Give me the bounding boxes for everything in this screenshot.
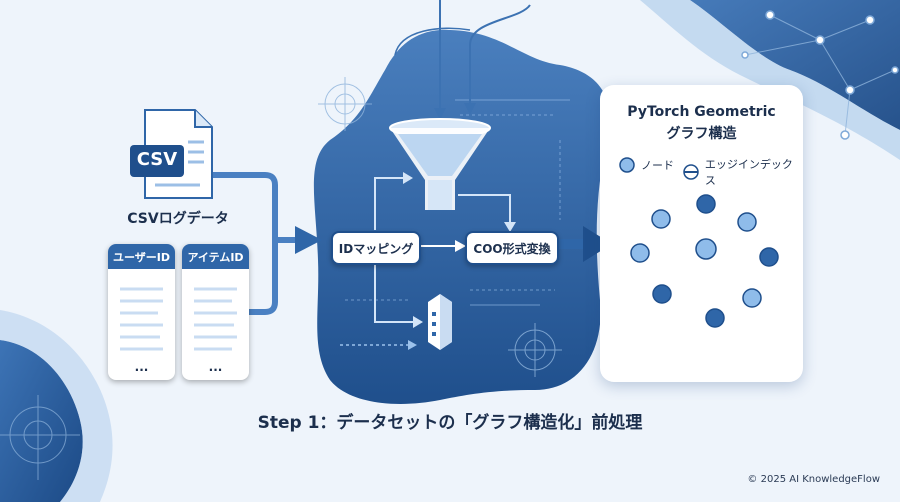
coo-convert-box: COO形式変換 [465,231,559,265]
user-id-column: ユーザーID ... [108,244,175,380]
radar-top [318,77,372,131]
columns-to-blob-connector [242,240,278,315]
item-id-header: アイテムID [182,244,249,269]
network-decoration-top-right [744,14,896,136]
funnel-to-coo-arrow [458,194,511,225]
step-caption: Step 1：データセットの「グラフ構造化」前処理 [257,413,643,433]
card-title-line2: グラフ構造 [666,126,737,142]
csv-icon-text: CSV [136,149,178,170]
edge-legend-icon [683,164,699,180]
top-right-wave [690,0,900,130]
item-id-column: アイテムID ... [182,244,249,380]
inner-arrow-top-left [374,177,405,230]
csv-file-icon [130,109,213,199]
circuit-lines [345,99,570,306]
deco-node [840,130,850,140]
radar-bottom [508,323,562,377]
right-arrow-shaft [558,239,586,249]
deco-node [765,10,775,20]
csv-to-blob-connector [210,172,300,243]
server-icon [428,294,452,350]
funnel-icon [389,118,491,210]
graph-structure-card: PyTorch Geometric グラフ構造 ノード エッジインデックス [600,85,803,382]
legend-node-label: ノード [641,159,674,172]
radar-bottom-left [0,395,80,480]
user-id-header: ユーザーID [108,244,175,269]
deco-node [865,15,875,25]
left-main-arrow [295,226,322,254]
card-title-line1: PyTorch Geometric [627,104,776,120]
bottom-left-wave-light [0,310,113,502]
central-blob [313,29,610,404]
item-id-rows [194,287,237,351]
item-id-more: ... [208,360,223,374]
legend-edge-label: エッジインデックス [704,158,793,187]
right-main-arrow [583,226,612,262]
id-mapping-box: IDマッピング [331,231,421,265]
top-flow-arrow [469,4,531,110]
user-id-rows [120,287,163,351]
top-loop-arrow [394,27,471,56]
inner-arrow-bottom-left [374,262,415,323]
deco-node [741,51,749,59]
top-right-wave-light [640,0,900,160]
csv-log-label: CSVログデータ [127,211,229,227]
deco-node [845,85,855,95]
deco-node [815,35,825,45]
node-legend-icon [619,157,635,173]
legend-node: ノード [618,156,674,174]
legend-edge: エッジインデックス [682,156,803,188]
copyright-footer: © 2025 AI KnowledgeFlow [747,474,880,485]
user-id-more: ... [134,360,149,374]
deco-node [891,66,899,74]
